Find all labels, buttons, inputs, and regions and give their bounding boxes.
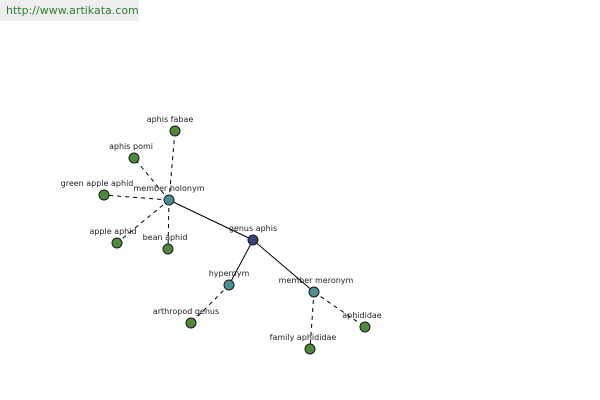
node-aphididae-marker[interactable] — [359, 321, 371, 333]
edge-member-meronym-to-aphididae — [313, 291, 366, 328]
node-aphis-fabae-label: aphis fabae — [147, 115, 194, 124]
node-green-apple-aphid[interactable]: green apple aphid — [61, 179, 134, 201]
node-arthropod-genus-marker[interactable] — [185, 317, 197, 329]
node-family-aphididae-marker[interactable] — [304, 343, 316, 355]
node-bean-aphid[interactable]: bean aphid — [143, 233, 188, 255]
edge-member-holonym-to-aphis-pomi — [133, 157, 170, 201]
edge-member-holonym-to-bean-aphid — [167, 199, 170, 250]
node-aphididae[interactable]: aphididae — [342, 311, 382, 333]
node-arthropod-genus[interactable]: arthropod genus — [153, 307, 219, 329]
node-family-aphididae-label: family aphididae — [270, 333, 337, 342]
edge-member-holonym-to-aphis-fabae — [168, 130, 176, 201]
source-url[interactable]: http://www.artikata.com — [0, 0, 139, 21]
node-hypernym-marker[interactable] — [223, 279, 235, 291]
node-genus-aphis-label: genus aphis — [229, 224, 277, 233]
node-arthropod-genus-label: arthropod genus — [153, 307, 219, 316]
edge-member-holonym-to-apple-aphid — [116, 199, 170, 244]
node-member-holonym-label: member holonym — [133, 184, 204, 193]
edge-genus-aphis-to-hypernym — [228, 239, 254, 286]
node-member-holonym[interactable]: member holonym — [133, 184, 205, 206]
node-aphis-fabae-marker[interactable] — [169, 125, 181, 137]
node-aphis-pomi-label: aphis pomi — [109, 142, 153, 151]
node-apple-aphid-label: apple aphid — [89, 227, 136, 236]
node-member-meronym[interactable]: member meronym — [279, 276, 354, 298]
node-genus-aphis-marker[interactable] — [247, 234, 259, 246]
node-member-holonym-marker[interactable] — [163, 194, 175, 206]
edges-layer — [103, 130, 366, 350]
node-aphis-fabae[interactable]: aphis fabae — [147, 115, 194, 137]
node-hypernym-label: hypernym — [209, 269, 250, 278]
node-member-meronym-label: member meronym — [279, 276, 354, 285]
node-green-apple-aphid-label: green apple aphid — [61, 179, 134, 188]
node-apple-aphid-marker[interactable] — [111, 237, 123, 249]
node-genus-aphis[interactable]: genus aphis — [229, 224, 277, 246]
node-bean-aphid-marker[interactable] — [162, 243, 174, 255]
edge-hypernym-to-arthropod-genus — [190, 284, 230, 324]
node-bean-aphid-label: bean aphid — [143, 233, 188, 242]
edge-member-meronym-to-family-aphididae — [309, 291, 315, 350]
edge-genus-aphis-to-member-holonym — [168, 199, 254, 241]
node-green-apple-aphid-marker[interactable] — [98, 189, 110, 201]
node-hypernym[interactable]: hypernym — [209, 269, 250, 291]
node-apple-aphid[interactable]: apple aphid — [89, 227, 137, 249]
edge-genus-aphis-to-member-meronym — [252, 239, 315, 293]
node-aphididae-label: aphididae — [342, 311, 382, 320]
node-family-aphididae[interactable]: family aphididae — [270, 333, 337, 355]
node-aphis-pomi-marker[interactable] — [128, 152, 140, 164]
edge-member-holonym-to-green-apple-aphid — [103, 194, 170, 201]
node-member-meronym-marker[interactable] — [308, 286, 320, 298]
node-aphis-pomi[interactable]: aphis pomi — [109, 142, 153, 164]
nodes-layer: genus aphis member holonym hypernym member … — [61, 115, 382, 355]
